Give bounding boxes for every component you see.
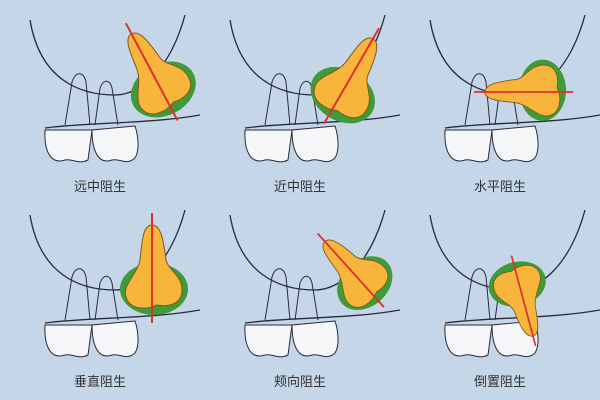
gum-line — [44, 114, 201, 129]
tooth-roots — [264, 73, 319, 126]
tooth-axis-line — [316, 232, 385, 308]
panel — [429, 209, 600, 358]
tooth-roots — [64, 73, 119, 126]
label-horizontal: 水平阻生 — [473, 180, 526, 195]
panel — [229, 14, 401, 163]
label-buccal: 颊向阻生 — [273, 375, 326, 390]
impacted-tooth — [310, 27, 380, 125]
impacted-tooth-body — [124, 224, 183, 309]
tooth-roots — [64, 268, 119, 321]
jaw-outline — [29, 209, 186, 291]
impacted-tooth — [488, 255, 546, 347]
panel — [29, 209, 201, 358]
panel — [229, 209, 401, 358]
gum-line — [444, 114, 600, 129]
molar-crown — [291, 125, 339, 163]
impacted-tooth-body — [127, 32, 192, 115]
tooth-roots — [264, 268, 319, 321]
molar-crown — [244, 129, 293, 163]
molar-crown — [44, 324, 93, 358]
jaw-outline — [29, 14, 186, 96]
molar-crown — [491, 125, 539, 163]
jaw-outline — [229, 209, 386, 291]
gum-line — [244, 309, 401, 324]
molar-crown — [291, 320, 339, 358]
impacted-tooth — [474, 59, 574, 121]
panel — [429, 14, 600, 163]
molar-crown — [91, 125, 139, 163]
impacted-tooth — [120, 213, 188, 323]
molar-crown — [91, 320, 139, 358]
label-vertical: 垂直阻生 — [73, 375, 126, 390]
impacted-tooth-body — [484, 64, 561, 117]
molar-crown — [44, 129, 93, 163]
molar-crown — [444, 324, 493, 358]
tooth-axis-line — [125, 22, 179, 121]
impacted-tooth — [316, 232, 393, 311]
gum-line — [44, 309, 201, 324]
label-distoangular: 远中阻生 — [73, 180, 126, 195]
molar-crown — [444, 129, 493, 163]
label-inverted: 倒置阻生 — [473, 375, 526, 390]
tooth-axis-line — [323, 27, 380, 125]
impacted-tooth — [125, 22, 196, 121]
panel — [29, 14, 201, 163]
tooth-axis-line — [510, 255, 537, 347]
gum-line — [244, 114, 401, 129]
label-mesioangular: 近中阻生 — [273, 180, 326, 195]
molar-crown — [244, 324, 293, 358]
